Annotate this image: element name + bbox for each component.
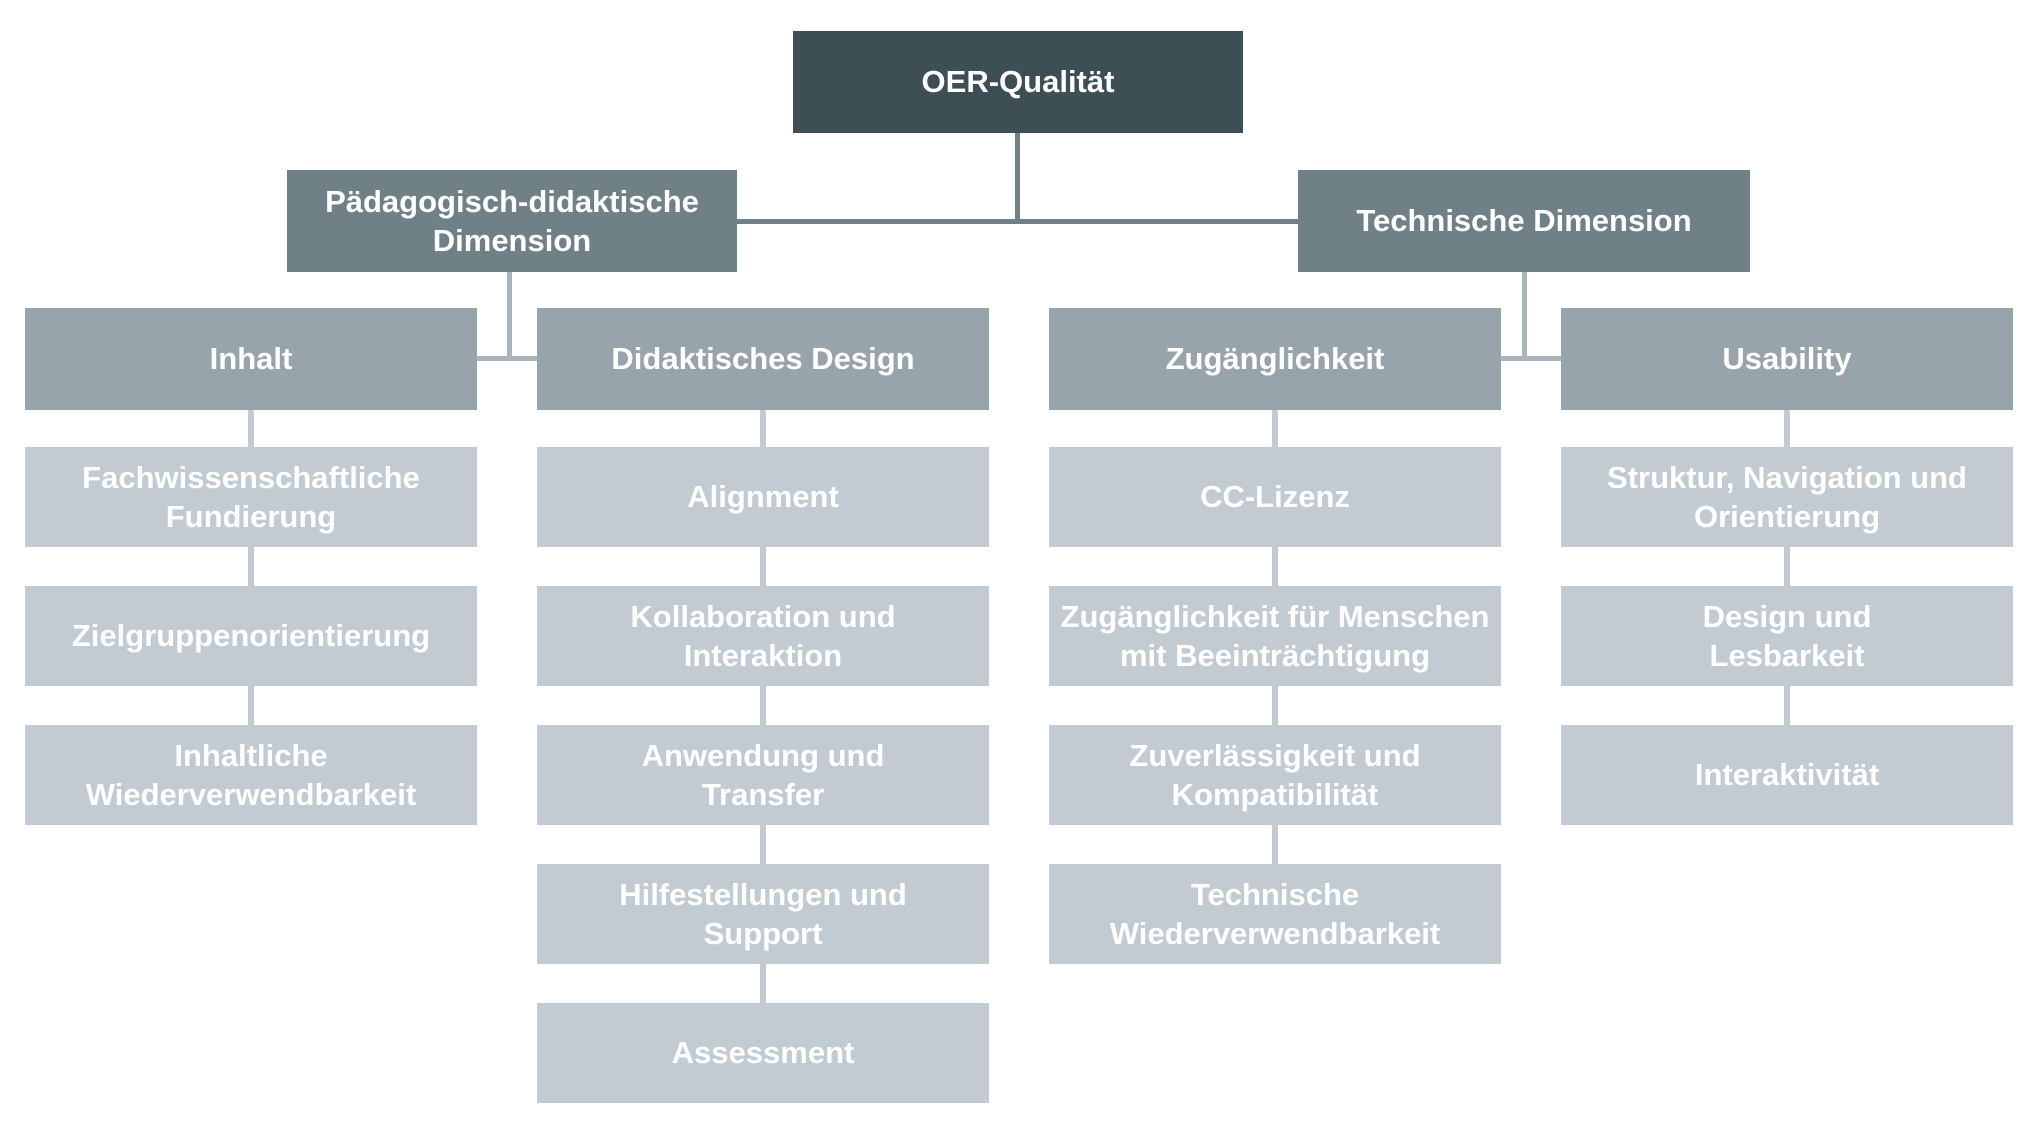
connector-inhalt-gap-2 — [248, 686, 254, 725]
connector-technisch-horizontal — [1501, 356, 1561, 361]
node-zugaenglichkeit-menschen-beeintraechtigung: Zugänglichkeit für Menschen mit Beeinträ… — [1049, 586, 1501, 686]
dimension-node-paedagogisch-didaktisch: Pädagogisch-didaktische Dimension — [287, 170, 737, 272]
connector-paedagogisch-vertical — [507, 272, 512, 361]
connector-didaktik-gap-3 — [760, 825, 766, 864]
connector-usability-gap-0 — [1784, 410, 1790, 447]
node-inhaltliche-wiederverwendbarkeit: Inhaltliche Wiederverwendbarkeit — [25, 725, 477, 825]
node-interaktivitaet: Interaktivität — [1561, 725, 2013, 825]
connector-root-horizontal — [737, 219, 1298, 224]
connector-zugaenglichkeit-gap-1 — [1272, 547, 1278, 586]
node-struktur-navigation-orientierung: Struktur, Navigation und Orientierung — [1561, 447, 2013, 547]
connector-zugaenglichkeit-gap-2 — [1272, 686, 1278, 725]
node-zielgruppenorientierung: Zielgruppenorientierung — [25, 586, 477, 686]
node-alignment: Alignment — [537, 447, 989, 547]
connector-didaktik-gap-4 — [760, 964, 766, 1003]
column-header-usability: Usability — [1561, 308, 2013, 410]
connector-didaktik-gap-1 — [760, 547, 766, 586]
column-header-didaktisches-design: Didaktisches Design — [537, 308, 989, 410]
connector-technisch-vertical — [1522, 272, 1527, 361]
node-zuverlaessigkeit-und-kompatibilitaet: Zuverlässigkeit und Kompatibilität — [1049, 725, 1501, 825]
node-design-und-lesbarkeit: Design und Lesbarkeit — [1561, 586, 2013, 686]
connector-zugaenglichkeit-gap-3 — [1272, 825, 1278, 864]
node-cc-lizenz: CC-Lizenz — [1049, 447, 1501, 547]
connector-didaktik-gap-0 — [760, 410, 766, 447]
connector-usability-gap-1 — [1784, 547, 1790, 586]
connector-usability-gap-2 — [1784, 686, 1790, 725]
connector-zugaenglichkeit-gap-0 — [1272, 410, 1278, 447]
dimension-node-technisch: Technische Dimension — [1298, 170, 1750, 272]
connector-didaktik-gap-2 — [760, 686, 766, 725]
connector-inhalt-gap-0 — [248, 410, 254, 447]
node-fachwissenschaftliche-fundierung: Fachwissenschaftliche Fundierung — [25, 447, 477, 547]
root-node-oer-qualitaet: OER-Qualität — [793, 31, 1243, 133]
connector-inhalt-gap-1 — [248, 547, 254, 586]
node-hilfestellungen-und-support: Hilfestellungen und Support — [537, 864, 989, 964]
column-header-inhalt: Inhalt — [25, 308, 477, 410]
node-technische-wiederverwendbarkeit: Technische Wiederverwendbarkeit — [1049, 864, 1501, 964]
column-header-zugaenglichkeit: Zugänglichkeit — [1049, 308, 1501, 410]
node-anwendung-und-transfer: Anwendung und Transfer — [537, 725, 989, 825]
connector-root-vertical — [1015, 133, 1020, 224]
node-assessment: Assessment — [537, 1003, 989, 1103]
node-kollaboration-und-interaktion: Kollaboration und Interaktion — [537, 586, 989, 686]
connector-paedagogisch-horizontal — [477, 356, 537, 361]
